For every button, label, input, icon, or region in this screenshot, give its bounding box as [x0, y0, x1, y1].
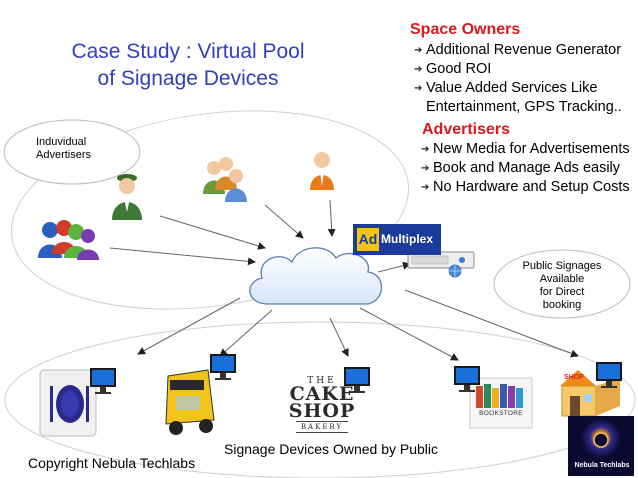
- monitor-icons: [90, 354, 622, 394]
- public-devices-ellipse: [4, 321, 636, 478]
- device-arrows: [137, 289, 579, 361]
- shop-icon: [560, 370, 620, 417]
- advertisers-item: ➔Book and Manage Ads easily: [421, 160, 621, 176]
- server-icon: [407, 251, 475, 278]
- title-line-2: of Signage Devices: [97, 67, 279, 90]
- public-signages-label: Public Signages Available for Direct boo…: [522, 260, 602, 311]
- monitor-icon: [210, 354, 236, 380]
- monitor-icon: [90, 368, 116, 394]
- arrow-bullet-icon: ➔: [414, 64, 423, 75]
- restaurant-icon: [39, 369, 97, 437]
- arrow-bullet-icon: ➔: [414, 83, 423, 94]
- arrow-to-bookstore: [359, 307, 459, 361]
- admultiplex-logo-ad: Ad: [357, 228, 379, 251]
- cake-shop-logo: THE CAKE SHOP BAKERY: [288, 376, 356, 433]
- advertisers-list: ➔New Media for Advertisements ➔Book and …: [421, 140, 630, 197]
- shop-label: SHOP: [564, 374, 584, 381]
- monitor-icon: [454, 366, 480, 392]
- induvidual-bubble: [3, 119, 141, 185]
- arrow-to-shop: [404, 289, 579, 358]
- advertiser-arrows: [109, 199, 411, 273]
- arrow-cloud-to-server: [377, 261, 411, 273]
- space-owners-item: ➔Additional Revenue Generator: [414, 42, 622, 58]
- bookstore-icon: [469, 377, 533, 429]
- arrow-team-to-cloud: [264, 204, 304, 239]
- admultiplex-logo-text: Multiplex: [381, 232, 434, 246]
- monitor-icon: [596, 362, 622, 388]
- arrow-bullet-icon: ➔: [421, 144, 430, 155]
- title-line-1: Case Study : Virtual Pool: [71, 40, 305, 63]
- page-title: Case Study : Virtual Pool of Signage Dev…: [38, 38, 338, 92]
- induvidual-advertisers-label: Induvidual Advertisers: [36, 136, 92, 161]
- admultiplex-logo: Ad Multiplex: [353, 224, 441, 255]
- advertiser-team-icon: [203, 157, 247, 202]
- advertiser-agent-icon: [112, 174, 142, 220]
- advertisers-item: ➔No Hardware and Setup Costs: [421, 179, 630, 195]
- arrow-user-to-cloud: [327, 199, 336, 237]
- space-owners-item: ➔Value Added Services Like: [414, 80, 598, 96]
- arrow-agent-to-cloud: [159, 215, 266, 250]
- arrow-bullet-icon: ➔: [421, 163, 430, 174]
- space-owners-item-cont: Entertainment, GPS Tracking..: [426, 99, 622, 115]
- arrow-bullet-icon: ➔: [421, 182, 430, 193]
- space-owners-item: ➔Good ROI: [414, 61, 492, 77]
- arrow-bullet-icon: ➔: [414, 45, 423, 56]
- space-owners-heading: Space Owners: [410, 21, 521, 38]
- nebula-logo-label: Nebula Techlabs: [574, 462, 630, 469]
- advertisers-heading: Advertisers: [422, 121, 511, 138]
- nebula-techlabs-logo: [568, 416, 634, 476]
- space-owners-list: ➔Additional Revenue Generator ➔Good ROI …: [414, 41, 622, 116]
- public-signages-bubble: [493, 249, 631, 319]
- advertisers-item: ➔New Media for Advertisements: [421, 141, 630, 157]
- monitor-icon: [344, 367, 370, 393]
- copyright-text: Copyright Nebula Techlabs: [28, 455, 196, 471]
- arrow-to-cakeshop: [329, 317, 349, 357]
- advertiser-ellipse: [10, 110, 410, 310]
- signage-caption: Signage Devices Owned by Public: [224, 441, 439, 457]
- bookstore-label: BOOKSTORE: [479, 410, 523, 417]
- auto-rickshaw-icon: [165, 369, 215, 435]
- arrow-to-rickshaw: [219, 309, 273, 357]
- arrow-group-to-cloud: [109, 247, 256, 266]
- cloud-icon: [249, 247, 383, 305]
- advertiser-user-icon: [310, 152, 334, 190]
- advertiser-group-icon: [38, 220, 99, 260]
- arrow-to-restaurant: [137, 297, 241, 355]
